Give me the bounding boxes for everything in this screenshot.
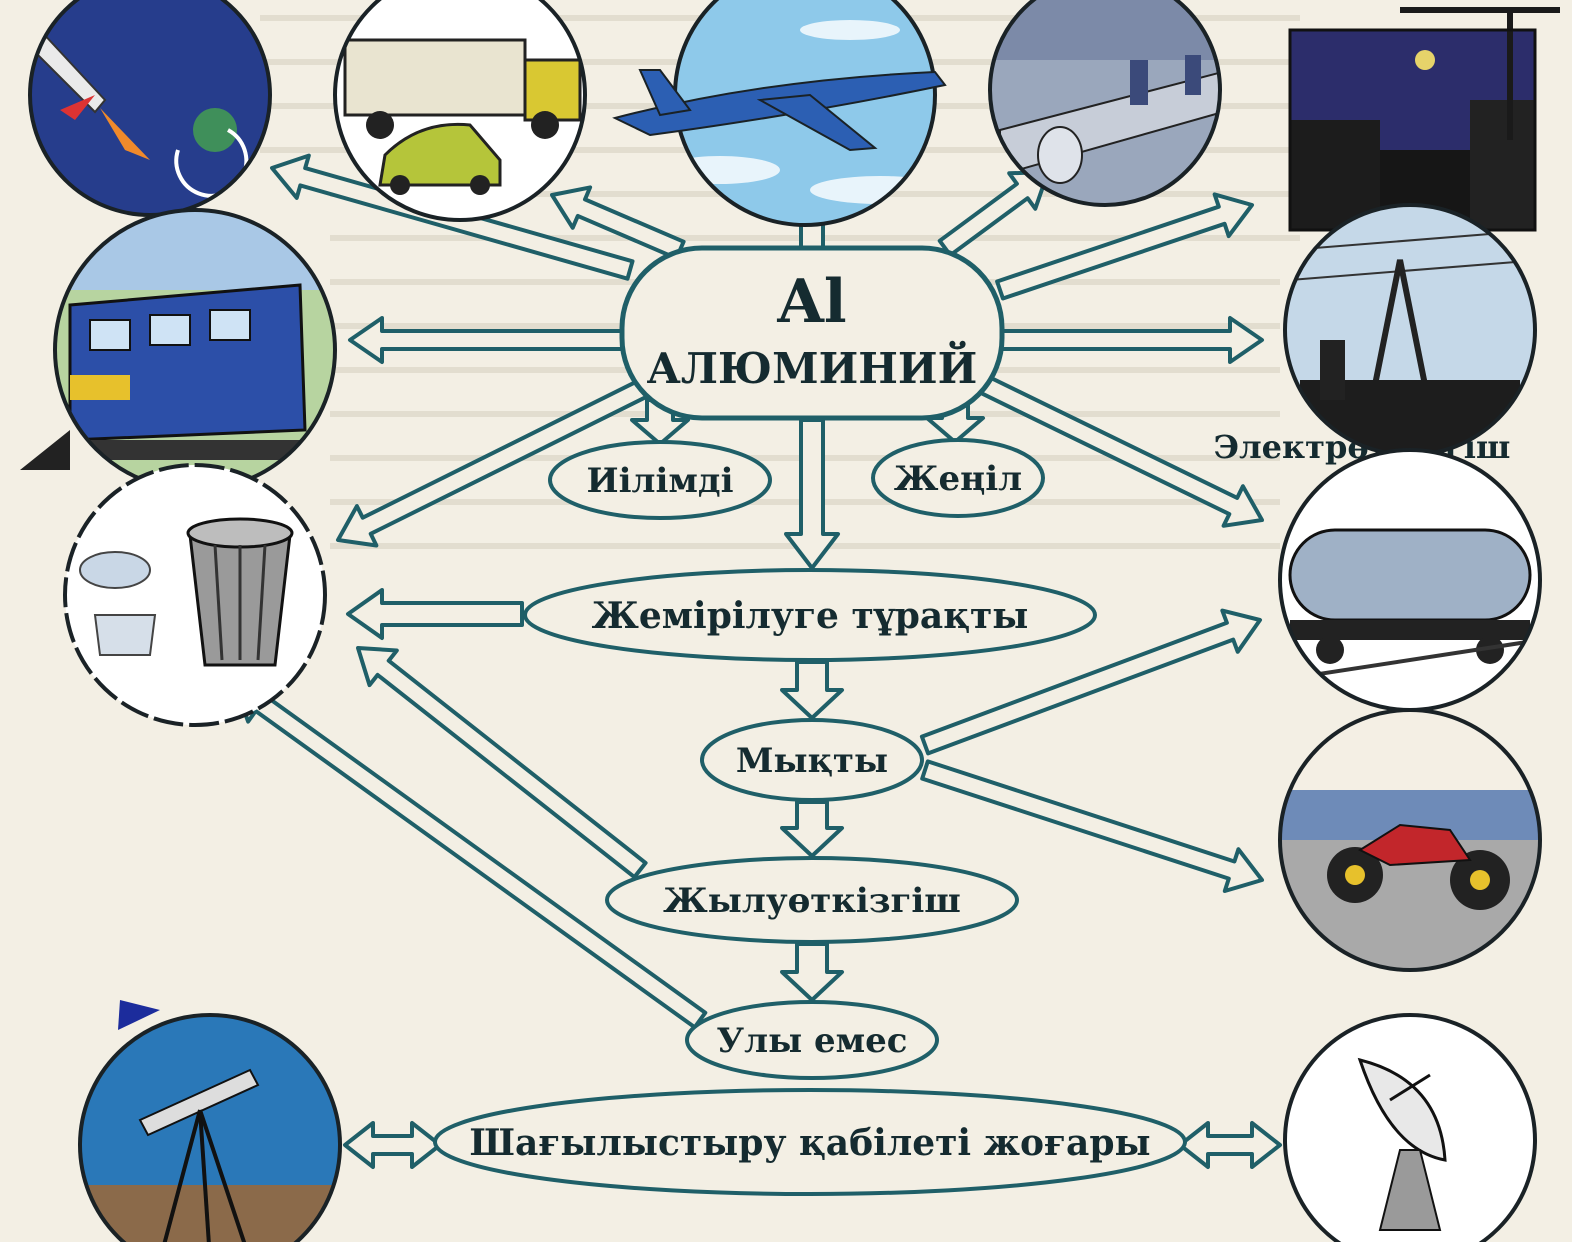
arrow-heat-to-cookware	[356, 646, 648, 880]
arrow-reflective-dish	[1178, 1121, 1282, 1169]
airplane-icon	[612, 0, 947, 227]
arrow-reflective-telescope	[343, 1121, 442, 1169]
arrow-to-construction	[995, 192, 1254, 301]
arrow-to-cookware	[336, 369, 666, 548]
svg-text:Иілімді: Иілімді	[586, 461, 733, 501]
construction-icon	[1288, 7, 1560, 232]
svg-text:Жемірілуге тұрақты: Жемірілуге тұрақты	[592, 595, 1029, 637]
tank-car-icon	[1278, 448, 1542, 712]
arrow-to-heat	[780, 800, 844, 858]
arrow-to-truck	[550, 185, 686, 261]
central-node: Al АЛЮМИНИЙ	[619, 245, 1005, 421]
rocket-icon	[28, 0, 272, 217]
arrow-strong-to-motorcycle	[920, 759, 1264, 893]
arrow-to-nontoxic	[780, 942, 844, 1002]
property-reflective: Шағылыстыру қабілеті жоғары	[433, 1088, 1187, 1196]
telescope-icon	[78, 1000, 342, 1242]
cookware-trashcan-icon	[63, 463, 327, 727]
svg-text:Жеңіл: Жеңіл	[894, 459, 1022, 499]
svg-text:Жылуөткізгіш: Жылуөткізгіш	[663, 881, 961, 921]
property-nontoxic: Улы емес	[685, 1000, 939, 1080]
arrow-to-corrosion	[784, 418, 840, 570]
svg-text:Шағылыстыру қабілеті жоғары: Шағылыстыру қабілеті жоғары	[469, 1122, 1150, 1164]
property-light: Жеңіл	[871, 438, 1045, 518]
svg-text:Улы емес: Улы емес	[717, 1021, 908, 1061]
arrow-strong-to-tank-car	[919, 608, 1262, 756]
arrow-to-pipeline	[937, 170, 1050, 258]
motorcycle-icon	[1278, 708, 1542, 972]
pipeline-icon	[988, 0, 1222, 207]
property-heat-conductive: Жылуөткізгіш	[605, 856, 1019, 944]
property-strong: Мықты	[700, 718, 924, 802]
center-symbol: Al	[776, 267, 846, 337]
arrow-corrosion-to-cookware	[346, 588, 524, 640]
satellite-dish-icon	[1283, 1013, 1537, 1242]
property-malleable: Иілімді	[548, 440, 772, 520]
arrow-to-train	[348, 316, 627, 364]
train-icon	[20, 208, 337, 492]
center-name: АЛЮМИНИЙ	[647, 340, 978, 393]
truck-car-icon	[333, 0, 587, 222]
arrow-to-strong	[780, 660, 844, 720]
power-line-icon	[1283, 203, 1537, 457]
property-corrosion-resistant: Жемірілуге тұрақты	[523, 568, 1097, 662]
arrow-to-power-line	[1000, 316, 1264, 364]
svg-text:Мықты: Мықты	[736, 741, 888, 781]
arrow-to-tank-car	[979, 374, 1264, 528]
